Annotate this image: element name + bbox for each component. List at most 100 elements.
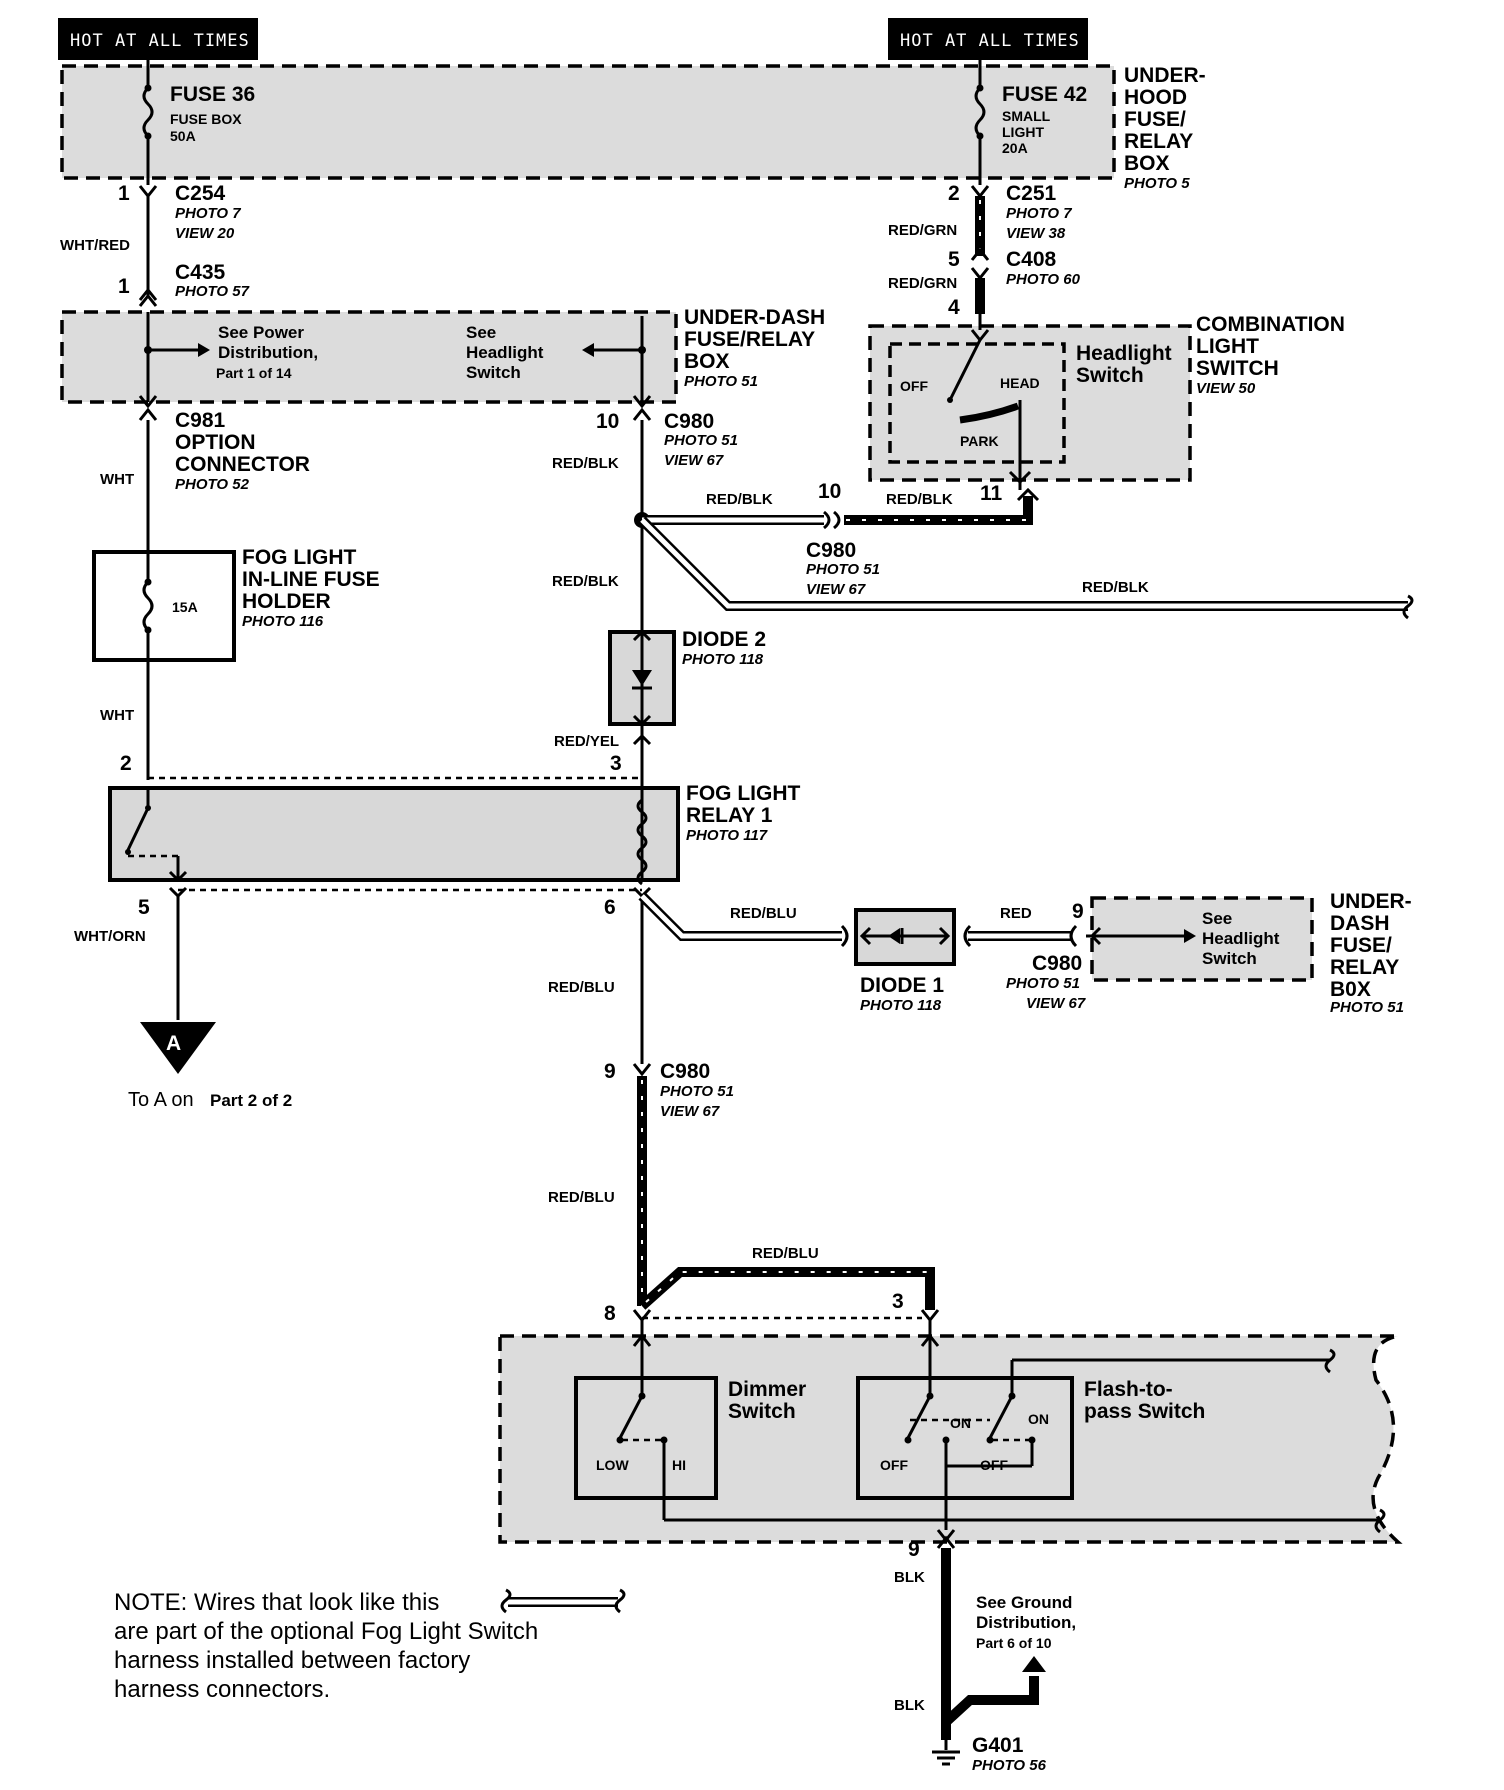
svg-text:HOOD: HOOD <box>1124 86 1187 109</box>
svg-text:4: 4 <box>948 296 960 319</box>
svg-text:OFF: OFF <box>900 378 928 394</box>
svg-text:B0X: B0X <box>1330 978 1371 1001</box>
svg-text:Switch: Switch <box>728 1400 796 1423</box>
under-dash-fuse-relay-box <box>60 310 678 404</box>
wire-label-wht-red: WHT/RED <box>60 237 130 254</box>
wire-label-red-blu-4: RED/BLU <box>752 1245 819 1262</box>
fog-fuse-symbol <box>142 580 154 632</box>
wire-label-red-blu-3: RED/BLU <box>548 1189 615 1206</box>
svg-text:11: 11 <box>980 482 1003 505</box>
diode-1-label: DIODE 1 <box>860 974 944 997</box>
underhood-box-label: UNDER- HOOD FUSE/ RELAY BOX PHOTO 5 <box>1124 64 1206 192</box>
note: NOTE: Wires that look like this are part… <box>114 1588 626 1703</box>
svg-text:Dimmer: Dimmer <box>728 1378 806 1401</box>
svg-text:LIGHT: LIGHT <box>1002 124 1044 140</box>
svg-text:PHOTO 57: PHOTO 57 <box>175 283 250 300</box>
svg-text:20A: 20A <box>1002 140 1028 156</box>
svg-text:Switch: Switch <box>466 363 521 382</box>
svg-text:Distribution,: Distribution, <box>218 343 318 362</box>
svg-text:COMBINATION: COMBINATION <box>1196 313 1345 336</box>
svg-text:PHOTO 51: PHOTO 51 <box>806 561 880 578</box>
svg-text:2: 2 <box>120 752 132 775</box>
svg-text:9: 9 <box>1072 900 1084 923</box>
svg-text:See Power: See Power <box>218 323 304 342</box>
c980-a-label: C980 <box>664 410 714 433</box>
wire-label-wht-1: WHT <box>100 471 134 488</box>
svg-text:HI: HI <box>672 1457 686 1473</box>
svg-text:9: 9 <box>908 1538 920 1561</box>
c435-label: C435 <box>175 261 226 284</box>
svg-text:A: A <box>166 1032 181 1055</box>
svg-text:5: 5 <box>138 896 150 919</box>
svg-text:PHOTO 7: PHOTO 7 <box>175 205 241 222</box>
relay-coil-symbol <box>636 798 648 886</box>
dimmer-switch <box>574 1376 718 1500</box>
svg-text:PHOTO 56: PHOTO 56 <box>972 1757 1047 1774</box>
diode-2-symbol <box>632 670 652 686</box>
svg-text:CONNECTOR: CONNECTOR <box>175 453 310 476</box>
c251-label: C251 <box>1006 182 1057 205</box>
svg-text:UNDER-: UNDER- <box>1330 890 1412 913</box>
svg-text:are part of the optional Fog L: are part of the optional Fog Light Switc… <box>114 1618 538 1645</box>
fog-relay-label: FOG LIGHT RELAY 1 PHOTO 117 <box>686 782 800 844</box>
c254-connector <box>138 185 158 199</box>
svg-text:Headlight: Headlight <box>1076 342 1172 365</box>
svg-text:VIEW 67: VIEW 67 <box>806 581 866 598</box>
ground-symbol <box>932 1740 960 1766</box>
wire-label-red-blu-1: RED/BLU <box>548 979 615 996</box>
svg-text:PHOTO 51: PHOTO 51 <box>660 1083 734 1100</box>
svg-text:PHOTO 51: PHOTO 51 <box>684 373 758 390</box>
under-dash-fuse-relay-box-2 <box>1090 896 1314 982</box>
svg-text:Part 1 of 14: Part 1 of 14 <box>216 365 292 381</box>
fog-fuse-holder-label: FOG LIGHT IN-LINE FUSE HOLDER PHOTO 116 <box>242 546 380 630</box>
c435-connector <box>138 287 158 301</box>
combination-light-switch <box>868 324 1192 482</box>
svg-text:ON: ON <box>950 1415 971 1431</box>
svg-text:VIEW 50: VIEW 50 <box>1196 380 1256 397</box>
svg-text:OPTION: OPTION <box>175 431 256 454</box>
svg-text:2: 2 <box>948 182 960 205</box>
svg-text:3: 3 <box>892 1290 904 1313</box>
arrow-right-icon <box>198 343 210 357</box>
c981-connector <box>138 407 158 421</box>
svg-text:HOLDER: HOLDER <box>242 590 331 613</box>
svg-text:Part 6 of 10: Part 6 of 10 <box>976 1635 1052 1651</box>
svg-text:OFF: OFF <box>880 1457 908 1473</box>
wire-label-wht-orn: WHT/ORN <box>74 928 146 945</box>
c408-connector <box>970 267 990 281</box>
svg-text:LOW: LOW <box>596 1457 629 1473</box>
svg-text:Switch: Switch <box>1202 949 1257 968</box>
svg-text:FUSE/RELAY: FUSE/RELAY <box>684 328 815 351</box>
svg-text:FUSE/: FUSE/ <box>1124 108 1186 131</box>
wire-label-red: RED <box>1000 905 1032 922</box>
svg-text:1: 1 <box>118 182 130 205</box>
under-dash-box-label: UNDER-DASH FUSE/RELAY BOX PHOTO 51 <box>684 306 825 390</box>
svg-text:harness installed between fact: harness installed between factory <box>114 1647 470 1674</box>
wire-label-red-blk-3: RED/BLK <box>886 491 953 508</box>
c980-connector-b-left <box>823 510 831 530</box>
wire-label-blk-1: BLK <box>894 1569 925 1586</box>
svg-text:HEAD: HEAD <box>1000 375 1040 391</box>
fuse-36-symbol <box>142 86 154 138</box>
arrow-left-icon <box>582 343 594 357</box>
wire-red-blu-4 <box>638 1267 935 1310</box>
svg-text:Headlight: Headlight <box>1202 929 1280 948</box>
svg-text:PHOTO 7: PHOTO 7 <box>1006 205 1072 222</box>
c980-connector-d <box>632 1063 652 1077</box>
svg-text:VIEW 67: VIEW 67 <box>660 1103 720 1120</box>
wire-label-red-blu-2: RED/BLU <box>730 905 797 922</box>
diode-2-label: DIODE 2 <box>682 628 766 651</box>
diode-1-symbol <box>888 928 900 944</box>
under-dash-box-2-label: UNDER- DASH FUSE/ RELAY B0X PHOTO 51 <box>1330 890 1412 1016</box>
arrow-right-icon <box>1184 929 1196 943</box>
fuse-42-symbol <box>974 86 986 138</box>
svg-text:harness connectors.: harness connectors. <box>114 1676 330 1703</box>
svg-text:PHOTO 51: PHOTO 51 <box>664 432 738 449</box>
svg-text:pass Switch: pass Switch <box>1084 1400 1205 1423</box>
c980-connector-a <box>632 407 652 421</box>
svg-text:BOX: BOX <box>1124 152 1170 175</box>
c980-c-label: C980 <box>1032 952 1082 975</box>
wire-label-red-blk-2: RED/BLK <box>706 491 773 508</box>
svg-text:PHOTO 52: PHOTO 52 <box>175 476 250 493</box>
svg-text:FUSE BOX: FUSE BOX <box>170 111 242 127</box>
